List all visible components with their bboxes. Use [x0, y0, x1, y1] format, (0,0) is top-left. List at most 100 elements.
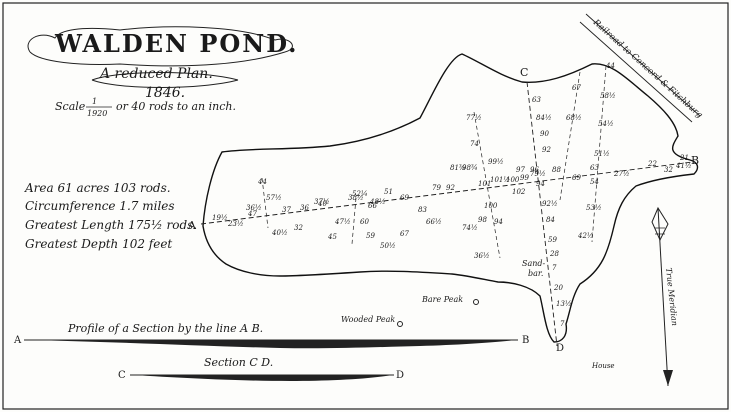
- depth-sounding: 44: [257, 178, 267, 186]
- scale-note: Scale 1 1920 or 40 rods to an inch.: [55, 97, 236, 118]
- depth-sounding: 97: [516, 166, 525, 174]
- profile-ab: Profile of a Section by the line A B. A …: [13, 322, 529, 349]
- depth-sounding: 66½: [426, 218, 442, 226]
- depth-sounding: 40: [317, 200, 327, 208]
- depth-sounding: 92: [446, 184, 455, 192]
- pond-statistics: Area 61 acres 103 rods. Circumference 1.…: [24, 181, 197, 251]
- sand-bar-label-2: bar.: [528, 269, 543, 278]
- scale-suffix: or 40 rods to an inch.: [116, 100, 236, 113]
- depth-sounding: 74: [470, 140, 479, 148]
- depth-sounding: 59: [366, 232, 375, 240]
- depth-sounding: 20: [553, 284, 563, 292]
- house-label: House: [591, 362, 615, 370]
- scale-denominator: 1920: [87, 109, 107, 118]
- depth-sounding: 53½: [586, 204, 602, 212]
- depth-sounding: 79½: [530, 170, 546, 178]
- wooded-peak-label: Wooded Peak: [341, 315, 395, 324]
- depth-sounding: 59: [548, 236, 557, 244]
- sand-bar-label-1: Sand-: [522, 259, 546, 268]
- pond-outline: [202, 53, 699, 343]
- depth-sounding: 32: [294, 224, 303, 232]
- depth-sounding: 101½: [490, 176, 510, 184]
- depth-sounding: 66: [368, 202, 377, 210]
- depth-sounding: 50½: [380, 242, 396, 250]
- title-cartouche: [27, 26, 293, 88]
- depth-sounding: 54½: [598, 120, 614, 128]
- depth-sounding: 45: [327, 233, 337, 241]
- depth-sounding: 36½: [246, 204, 262, 212]
- circumference-stat: Circumference 1.7 miles: [25, 199, 175, 213]
- depth-sounding: 96: [530, 166, 539, 174]
- length-stat: Greatest Length 175½ rods.: [25, 218, 197, 232]
- depth-sounding: 48½: [369, 198, 386, 206]
- depth-sounding: 99½: [488, 158, 504, 166]
- depth-sounding: 69: [572, 174, 581, 182]
- section-line-ab: [200, 161, 694, 225]
- point-b-label: B: [691, 154, 699, 167]
- depth-sounding: 40½: [271, 229, 288, 237]
- profile-ab-b: B: [522, 335, 529, 346]
- depth-sounding: 92: [542, 146, 551, 154]
- section-cd-c: C: [118, 370, 126, 381]
- depth-sounding: 47½: [334, 218, 351, 226]
- depth-sounding: 37: [282, 206, 291, 214]
- section-cd-d: D: [396, 370, 404, 381]
- meridian-arrow: True Meridian: [651, 206, 679, 387]
- depth-sounding: 7: [552, 264, 557, 272]
- depth-sounding: 51: [384, 188, 393, 196]
- depth-sounding: 54: [590, 178, 599, 186]
- depth-sounding: 22: [647, 160, 657, 168]
- depth-sounding: 58½: [600, 92, 616, 100]
- railroad: Railroad to Concord & Fitchburg: [579, 13, 705, 123]
- depth-sounding: 63: [590, 164, 599, 172]
- depth-sounding: 27½: [613, 170, 630, 178]
- depth-sounding: 100: [506, 176, 520, 184]
- depth-sounding: 88: [552, 166, 561, 174]
- depth-sounding: 90: [540, 130, 549, 138]
- map-year: 1846.: [145, 85, 185, 101]
- depth-sounding: 101: [478, 180, 491, 188]
- depth-sounding: 68½: [566, 114, 582, 122]
- depth-sounding: 23½: [227, 220, 244, 228]
- depth-sounding: 99: [520, 174, 529, 182]
- scale-prefix: Scale: [55, 100, 86, 113]
- sounding-lines: [261, 65, 607, 259]
- point-a-label: A: [187, 219, 197, 232]
- bare-peak-label: Bare Peak: [421, 295, 463, 304]
- depth-sounding: 83: [418, 206, 427, 214]
- depth-sounding: 41½: [675, 162, 692, 170]
- depth-sounding: 13½: [556, 300, 572, 308]
- depth-sounding: 36½: [474, 252, 490, 260]
- depth-sounding: 84½: [536, 114, 552, 122]
- depth-stat: Greatest Depth 102 feet: [25, 237, 172, 251]
- depth-sounding: 32: [664, 166, 673, 174]
- depth-sounding: 44: [605, 62, 615, 70]
- depth-sounding: 37½: [314, 198, 330, 206]
- depth-sounding: 63: [532, 96, 541, 104]
- depth-sounding: 94: [494, 218, 503, 226]
- depth-sounding: 57½: [266, 194, 282, 202]
- depth-sounding: 60: [360, 218, 369, 226]
- depth-sounding: 36: [300, 204, 309, 212]
- depth-sounding: 38½: [348, 194, 364, 202]
- map-subtitle: A reduced Plan.: [98, 66, 213, 82]
- profile-ab-title: Profile of a Section by the line A B.: [67, 322, 263, 335]
- depth-sounding: 52¼: [352, 190, 368, 198]
- meridian-label: True Meridian: [664, 267, 679, 326]
- depth-sounding: 19½: [212, 214, 228, 222]
- depth-sounding: 102: [512, 188, 526, 196]
- wooded-peak-marker: [397, 321, 403, 327]
- scale-numerator: 1: [92, 97, 97, 106]
- area-stat: Area 61 acres 103 rods.: [24, 181, 171, 195]
- section-line-cd: [526, 81, 558, 347]
- depth-sounding: 21: [679, 154, 689, 162]
- bare-peak-marker: [473, 299, 479, 305]
- depth-sounding: 98: [478, 216, 487, 224]
- point-d-label: D: [556, 343, 564, 354]
- depth-sounding: 100: [484, 202, 498, 210]
- map-title: WALDEN POND.: [54, 29, 299, 58]
- depth-sounding: 7: [560, 320, 565, 328]
- depth-sounding: 28: [549, 250, 559, 258]
